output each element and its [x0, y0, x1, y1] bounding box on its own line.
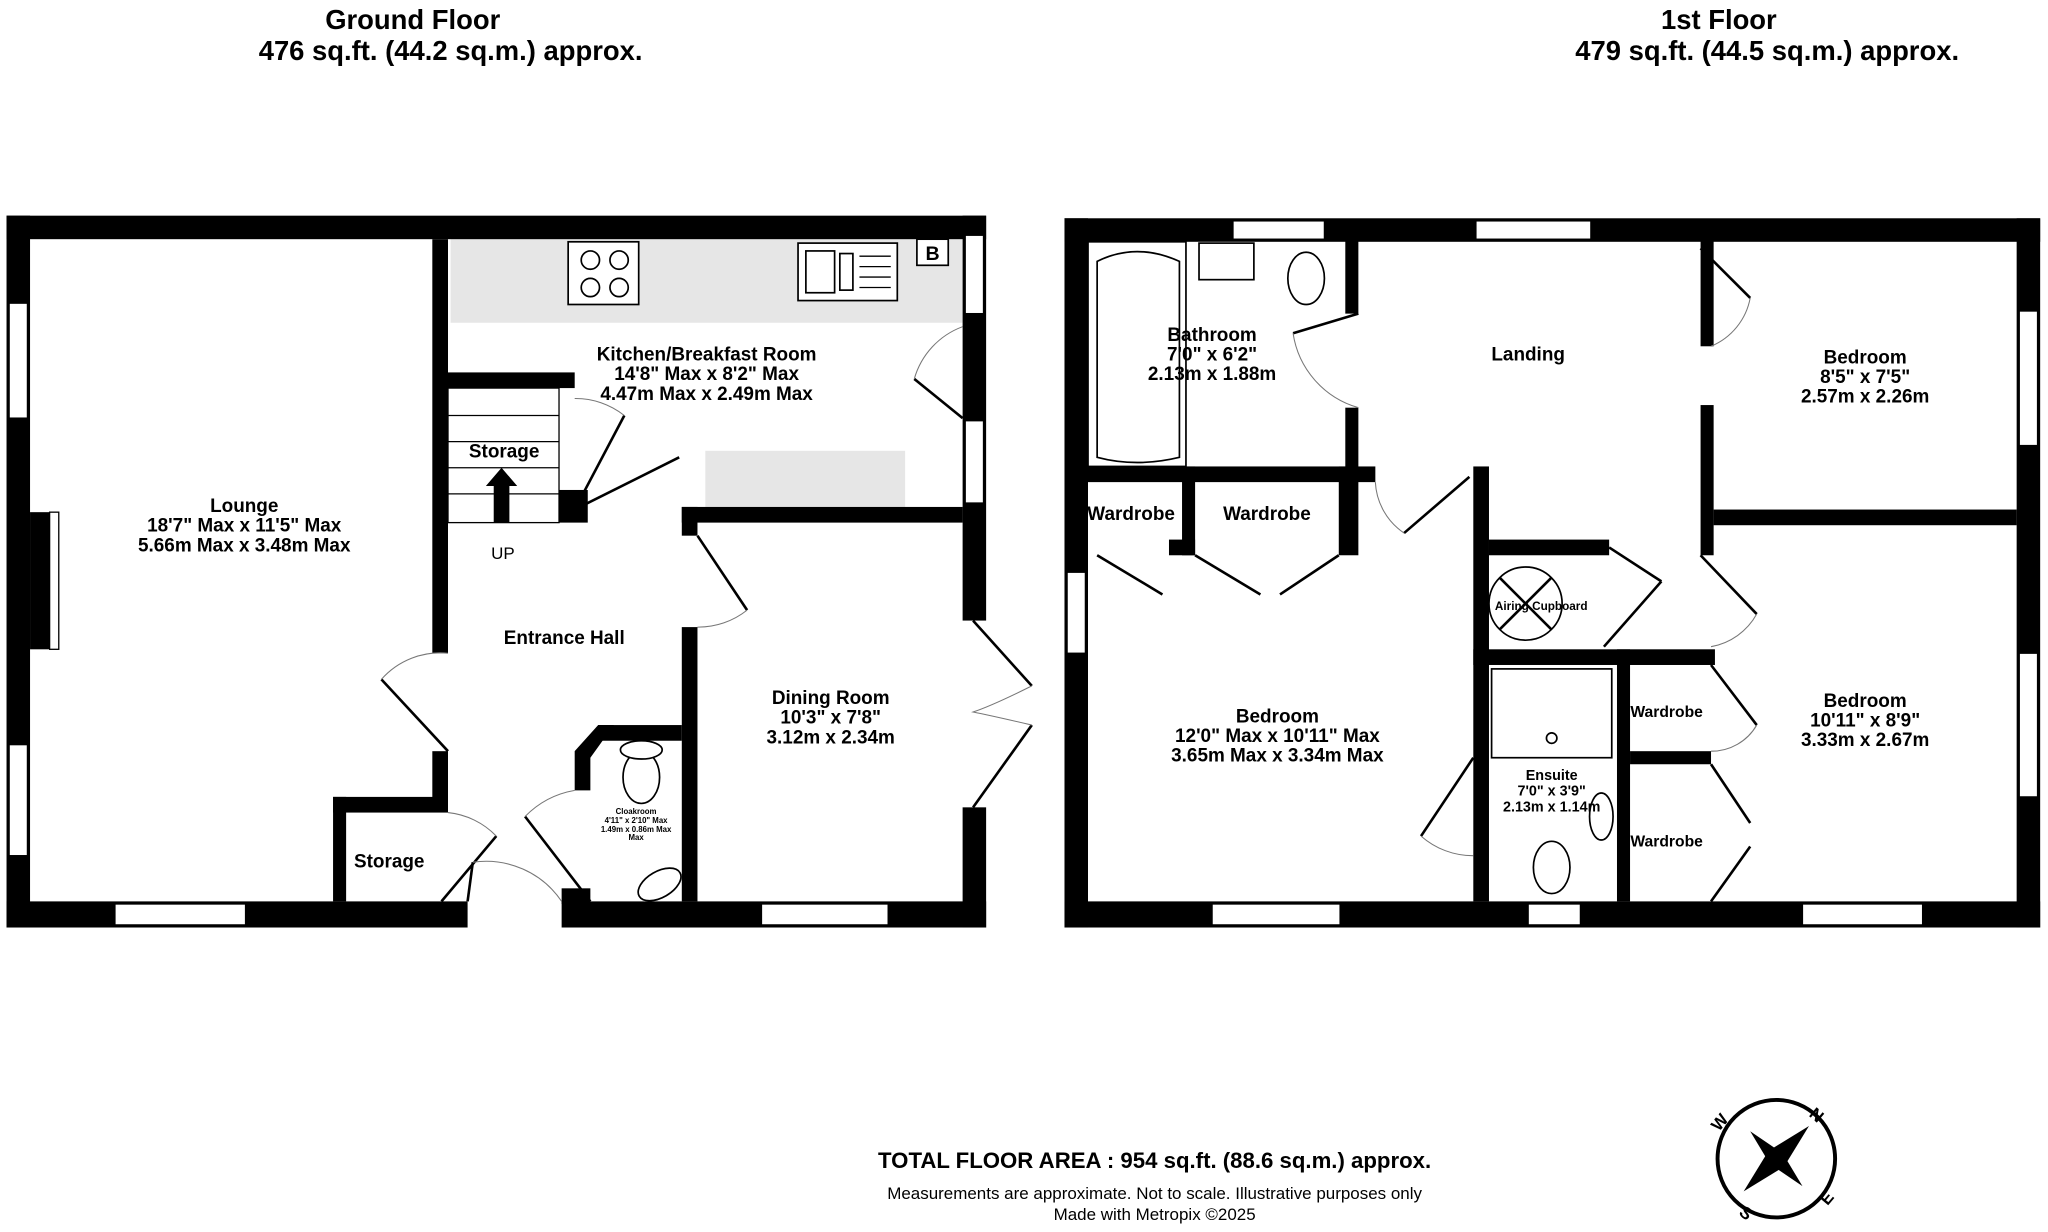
hob-icon: [567, 240, 640, 306]
compass-east: E: [1816, 1188, 1838, 1209]
bath-icon: [1087, 240, 1187, 468]
boiler-label: B: [926, 243, 940, 265]
bedroom-small-imperial: 8'5" x 7'5": [1820, 367, 1910, 388]
bedroom-right-imperial: 10'11" x 8'9": [1810, 710, 1920, 731]
toilet-icon: [1286, 251, 1326, 306]
disclaimer: Measurements are approximate. Not to sca…: [887, 1184, 1422, 1203]
cloakroom-extra: Max: [628, 833, 644, 842]
first-floor-area: 479 sq.ft. (44.5 sq.m.) approx.: [1575, 35, 1959, 66]
window: [1211, 903, 1341, 926]
cloakroom-label: Cloakroom: [616, 807, 657, 816]
bedroom-right-metric: 3.33m x 2.67m: [1801, 730, 1929, 751]
lounge-metric: 5.66m Max x 3.48m Max: [138, 535, 351, 556]
airing-cupboard-label: Airing Cupboard: [1495, 600, 1588, 613]
window: [8, 302, 29, 419]
ensuite-label: Ensuite: [1526, 768, 1578, 784]
window: [1066, 571, 1087, 654]
first-floor-plan: Bathroom 7'0" x 6'2" 2.13m x 1.88m Landi…: [1064, 218, 2041, 928]
cloakroom-imperial: 4'11" x 2'10" Max: [605, 816, 669, 825]
cloakroom-metric: 1.49m x 0.86m Max: [601, 825, 672, 834]
basin-icon: [1198, 242, 1255, 281]
kitchen-imperial: 14'8" Max x 8'2" Max: [614, 364, 799, 385]
bedroom-main-label: Bedroom: [1236, 706, 1319, 727]
lounge-imperial: 18'7" Max x 11'5" Max: [147, 516, 342, 537]
total-floor-area: TOTAL FLOOR AREA : 954 sq.ft. (88.6 sq.m…: [878, 1148, 1431, 1173]
dining-label: Dining Room: [772, 688, 890, 709]
window: [114, 903, 247, 926]
bedroom-main-metric: 3.65m Max x 3.34m Max: [1171, 746, 1384, 767]
wardrobe-label: Wardrobe: [1087, 504, 1175, 525]
ground-floor-area: 476 sq.ft. (44.2 sq.m.) approx.: [259, 35, 643, 66]
wardrobe-label: Wardrobe: [1630, 704, 1703, 721]
window: [760, 903, 889, 926]
bathroom-label: Bathroom: [1167, 325, 1256, 346]
sink-icon: [797, 242, 899, 302]
compass-west: W: [1707, 1110, 1732, 1134]
wardrobe-label: Wardrobe: [1223, 504, 1311, 525]
bedroom-small-metric: 2.57m x 2.26m: [1801, 386, 1929, 407]
dining-metric: 3.12m x 2.34m: [767, 727, 895, 748]
boiler-icon: [916, 238, 950, 267]
bedroom-right-label: Bedroom: [1824, 691, 1907, 712]
bathroom-metric: 2.13m x 1.88m: [1148, 364, 1276, 385]
ensuite-imperial: 7'0" x 3'9": [1517, 784, 1585, 800]
wardrobe-label: Wardrobe: [1630, 834, 1703, 851]
shower-tray-icon: [1490, 668, 1613, 759]
window: [8, 743, 29, 857]
stairs-up-arrow-icon: [485, 467, 518, 523]
bedroom-small-label: Bedroom: [1824, 347, 1907, 368]
storage-stairs-label: Storage: [469, 441, 539, 462]
window: [1801, 903, 1924, 926]
window: [1527, 903, 1582, 926]
ground-floor-title: Ground Floor: [325, 4, 500, 35]
window: [1475, 220, 1592, 240]
bedroom-main-imperial: 12'0" Max x 10'11" Max: [1175, 726, 1380, 747]
toilet-icon: [1532, 840, 1571, 895]
dining-imperial: 10'3" x 7'8": [780, 708, 881, 729]
window: [2018, 310, 2039, 447]
credit: Made with Metropix ©2025: [1054, 1205, 1256, 1224]
doors: [1096, 247, 1758, 903]
airing-cupboard-tank-icon: [1488, 566, 1563, 642]
window: [1232, 220, 1326, 240]
bathroom-imperial: 7'0" x 6'2": [1167, 345, 1257, 366]
compass-icon: N E S W: [1707, 1097, 1838, 1224]
basin-icon: [1588, 792, 1614, 841]
breakfast-bar: [705, 450, 906, 507]
kitchen-metric: 4.47m Max x 2.49m Max: [600, 384, 813, 405]
hall-label: Entrance Hall: [504, 628, 625, 649]
first-floor-title: 1st Floor: [1661, 4, 1777, 35]
lounge-label: Lounge: [210, 496, 278, 517]
kitchen-label: Kitchen/Breakfast Room: [597, 345, 817, 366]
ground-floor-plan: B Lounge 18'7" Max x 11'5" Max 5.66m Max…: [6, 215, 1033, 928]
window: [2018, 652, 2039, 798]
basin-icon: [637, 867, 682, 902]
storage-front-label: Storage: [354, 851, 424, 872]
window: [964, 234, 985, 315]
landing-label: Landing: [1491, 345, 1565, 366]
ensuite-metric: 2.13m x 1.14m: [1503, 799, 1600, 815]
window: [964, 420, 985, 504]
doors: [380, 326, 1033, 903]
stairs-up-label: UP: [491, 544, 515, 563]
